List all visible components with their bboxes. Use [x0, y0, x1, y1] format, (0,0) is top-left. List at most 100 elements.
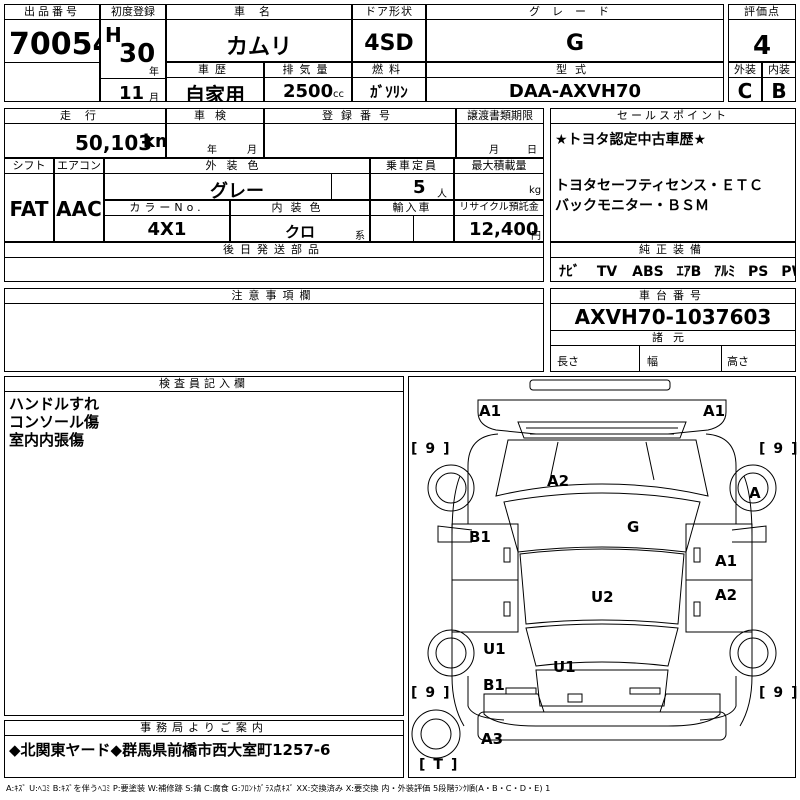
damage-u1-left: U1 — [483, 640, 506, 658]
model: DAA-AXVH70 — [508, 81, 642, 102]
grade-cell: グレード G — [426, 4, 724, 62]
door-type: 4SD — [364, 31, 414, 56]
office-label: 事務局よりご案内 — [5, 721, 403, 736]
later-parts-cell: 後日発送部品 — [4, 242, 544, 282]
color-no: 4X1 — [147, 219, 187, 240]
left-rear-handle — [503, 601, 511, 617]
ac-label: エアコン — [55, 159, 103, 174]
equipment-ps: PS — [748, 264, 769, 280]
interior-color-unit: 系 — [355, 231, 365, 242]
later-parts-label: 後日発送部品 — [5, 243, 543, 258]
equipment-pw: PW — [781, 264, 795, 280]
plate-label: 登録番号 — [265, 109, 455, 124]
spare-wheel-inner — [420, 718, 452, 750]
bracket-front-left-value: 9 — [425, 441, 436, 457]
car-name-label: 車名 — [167, 5, 351, 20]
month-unit: 月 — [149, 93, 159, 102]
interior-grade: B — [771, 79, 787, 102]
ac: AAC — [56, 197, 102, 221]
equipment-airbag: ｴｱB — [676, 264, 702, 280]
import-cell: 輸入車 — [370, 200, 454, 242]
transfer-label: 譲渡書類期限 — [457, 109, 543, 124]
history-cell: 車歴 自家用 — [166, 62, 264, 102]
load-unit: kg — [529, 185, 542, 196]
seats-unit: 人 — [437, 189, 447, 200]
chassis-number: AXVH70-1037603 — [574, 305, 772, 329]
door-cell: ドア形状 4SD — [352, 4, 426, 62]
door-label: ドア形状 — [353, 5, 425, 20]
lot-divider — [5, 62, 99, 63]
displacement: 2500 — [283, 81, 334, 102]
sales-point-label: セールスポイント — [551, 109, 795, 124]
mileage-unit: km — [143, 131, 165, 152]
width-label: 幅 — [647, 355, 658, 368]
model-cell: 型式 DAA-AXVH70 — [426, 62, 724, 102]
bracket-front-left: [9] — [411, 441, 450, 457]
car-name-cell: 車名 カムリ — [166, 4, 352, 62]
hood — [495, 439, 709, 497]
right-mirror — [731, 525, 767, 543]
history: 自家用 — [185, 83, 245, 102]
hood-lines — [549, 441, 655, 481]
body-outline-right — [739, 475, 753, 727]
transfer-month-unit: 月 — [489, 145, 499, 156]
shift: FAT — [9, 197, 49, 221]
rear-fender-right — [699, 676, 737, 721]
plate-cell: 登録番号 — [264, 108, 456, 158]
transfer-day-unit: 日 — [527, 145, 537, 156]
inspection-year-unit: 年 — [207, 145, 217, 156]
interior-color-cell: 内装色 クロ 系 — [230, 200, 370, 242]
color-no-cell: カラーNo. 4X1 — [104, 200, 230, 242]
specs-label: 諸元 — [551, 330, 795, 346]
model-label: 型式 — [427, 63, 723, 78]
front-right-wheel-inner — [737, 472, 769, 504]
rear-bumper — [483, 693, 721, 727]
grille-bars — [526, 427, 678, 435]
era-letter: H — [105, 23, 122, 47]
fuel: ｶﾞｿﾘﾝ — [370, 83, 408, 101]
score: 4 — [752, 31, 772, 61]
damage-g-glass: G — [627, 518, 640, 536]
load-label: 最大積載量 — [455, 159, 543, 174]
equipment-tv: TV — [596, 264, 618, 280]
recycle-cell: リサイクル預託金 12,400 円 — [454, 200, 544, 242]
front-left-wheel — [427, 464, 475, 512]
bracket-spare-value: T — [433, 757, 443, 773]
year-unit: 年 — [149, 67, 159, 78]
damage-b1-left-door: B1 — [469, 528, 491, 546]
lot-label: 出品番号 — [5, 5, 99, 20]
import-divider — [413, 215, 414, 241]
rear-bumper-bottom — [477, 711, 727, 741]
registration-year: 30 — [119, 39, 156, 69]
trunk — [535, 669, 669, 707]
rear-left-wheel-inner — [435, 637, 467, 669]
displacement-cell: 排気量 2500 cc — [264, 62, 352, 102]
specs-divider-2 — [721, 345, 722, 371]
front-grille — [517, 421, 687, 439]
fuel-cell: 燃料 ｶﾞｿﾘﾝ — [352, 62, 426, 102]
mileage-cell: 走行 50,103 km — [4, 108, 166, 158]
seats: 5 — [413, 177, 426, 198]
left-mirror — [437, 525, 473, 543]
damage-u1-trunk: U1 — [553, 658, 576, 676]
car-diagram — [411, 379, 777, 759]
fuel-label: 燃料 — [353, 63, 425, 78]
right-front-handle — [693, 547, 701, 563]
transfer-cell: 譲渡書類期限 月 日 — [456, 108, 544, 158]
spare-wheel — [411, 709, 461, 759]
left-front-handle — [503, 547, 511, 563]
length-label: 長さ — [557, 355, 579, 368]
displacement-unit: cc — [333, 89, 344, 100]
seats-label: 乗車定員 — [371, 159, 453, 174]
rear-right-wheel — [729, 629, 777, 677]
damage-b1-left-rear: B1 — [483, 676, 505, 694]
car-name: カムリ — [225, 35, 292, 60]
sales-point-line-2: トヨタセーフティセンス・ＥＴＣ — [555, 178, 764, 194]
damage-a2-right-rear: A2 — [715, 586, 738, 604]
bracket-front-right: [9] — [759, 441, 798, 457]
specs-divider-1 — [639, 345, 640, 371]
equipment-list: ﾅﾋﾞ TV ABS ｴｱB ｱﾙﾐ PS PW — [559, 261, 795, 281]
notes-label: 注意事項欄 — [5, 289, 543, 304]
front-right-wheel — [729, 464, 777, 512]
bracket-rear-left-value: 9 — [425, 685, 436, 701]
